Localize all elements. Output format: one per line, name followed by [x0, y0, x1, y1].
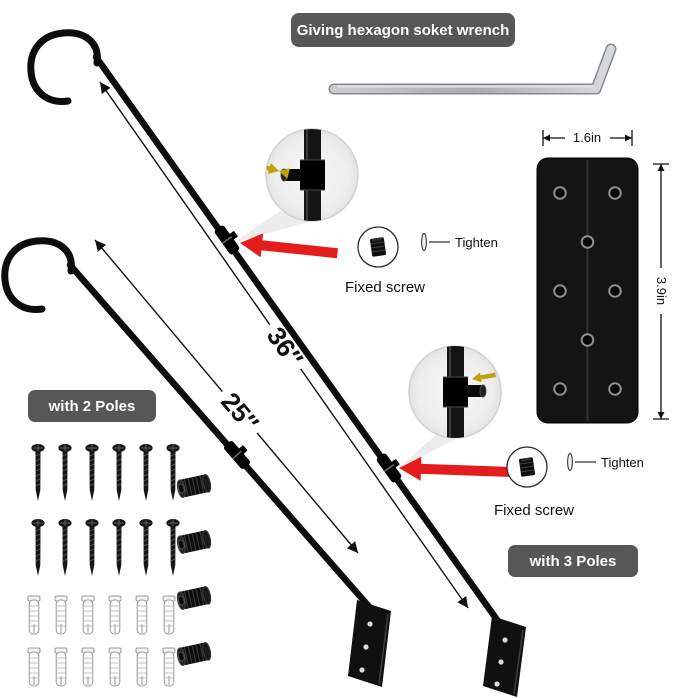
bracket-width-dimension: 1.6in: [542, 129, 633, 147]
yellow-arrow-icon: [472, 372, 497, 383]
callout-bottom: [408, 345, 502, 439]
tighten-label-bottom: Tighten: [601, 455, 644, 470]
tighten-pin-icon: [421, 232, 450, 252]
pole-25: [1, 237, 391, 687]
wall-anchor-icon: [54, 647, 68, 687]
wrench-badge: Giving hexagon soket wrench: [291, 13, 515, 47]
two-poles-badge: with 2 Poles: [28, 390, 156, 422]
set-screw-icon: [357, 226, 399, 268]
tighten-pin-icon: [566, 452, 596, 472]
wall-anchor-icon: [81, 595, 95, 635]
wall-anchor-icon: [108, 595, 122, 635]
pole-joint: [214, 225, 240, 255]
wall-anchor-icon: [135, 647, 149, 687]
hex-wrench-icon: [328, 43, 617, 95]
wall-anchor-icon: [162, 647, 176, 687]
wall-anchor-icon: [27, 647, 41, 687]
fixed-screw-label-top: Fixed screw: [345, 279, 425, 296]
three-poles-badge: with 3 Poles: [508, 545, 638, 577]
pole-joint: [224, 441, 250, 469]
wall-plate: [483, 616, 526, 697]
wall-anchor-icon: [27, 595, 41, 635]
wall-anchor-icon: [54, 595, 68, 635]
fixed-screw-label-bottom: Fixed screw: [494, 502, 574, 519]
red-arrow-top-icon: [240, 233, 338, 259]
yellow-arrow-icon: [266, 162, 291, 179]
callout-pointer-top: [233, 211, 308, 243]
wall-plate: [348, 600, 391, 687]
bracket-width-label: 1.6in: [573, 130, 601, 145]
wall-anchor-icon: [108, 647, 122, 687]
wall-anchor-icon: [162, 595, 176, 635]
wrench-badge-label: Giving hexagon soket wrench: [297, 22, 510, 39]
fixed-screw-bottom: Tighten Fixed screw: [494, 446, 644, 519]
pole-36: [27, 29, 526, 697]
bracket-height-label: 3.9in: [654, 277, 669, 305]
tighten-label-top: Tighten: [455, 235, 498, 250]
three-poles-badge-label: with 3 Poles: [529, 553, 617, 570]
two-poles-badge-label: with 2 Poles: [48, 398, 136, 415]
hook-36-icon: [27, 29, 101, 105]
mounting-bracket: [536, 157, 639, 424]
dimension-25: 25″: [94, 239, 359, 554]
callout-top: [265, 128, 359, 222]
wall-anchor-icon: [135, 595, 149, 635]
set-screw-icon: [506, 446, 548, 488]
fixed-screw-top: Tighten Fixed screw: [345, 226, 498, 296]
red-arrow-bottom-icon: [399, 456, 512, 481]
wall-anchor-icon: [81, 647, 95, 687]
pole-joint: [376, 453, 402, 483]
bracket-height-dimension: 3.9in: [652, 163, 670, 420]
hook-25-icon: [1, 237, 75, 313]
